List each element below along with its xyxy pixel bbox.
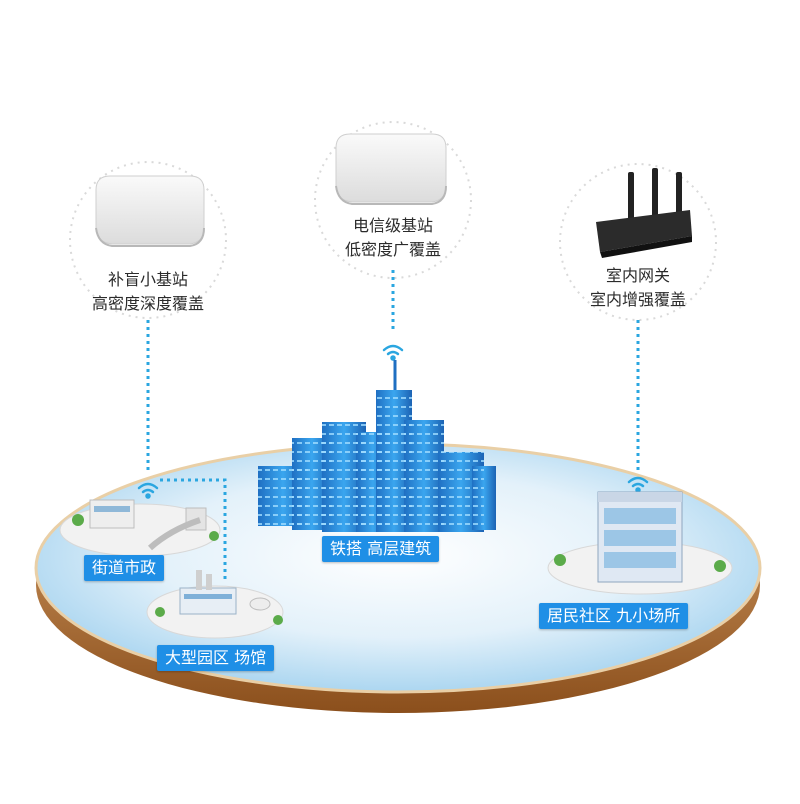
small-cell-subtitle: 高密度深度覆盖 (91, 294, 204, 313)
city-buildings (258, 360, 496, 532)
small-cell-label: 补盲小基站 高密度深度覆盖 (68, 268, 228, 316)
residential-scene (547, 491, 733, 595)
router-icon (596, 168, 692, 258)
carrier-station-label: 电信级基站 低密度广覆盖 (313, 214, 473, 262)
indoor-gateway-title: 室内网关 (605, 266, 670, 285)
indoor-gateway-subtitle: 室内增强覆盖 (589, 290, 686, 309)
area-badge-residential: 居民社区 九小场所 (539, 603, 689, 629)
indoor-gateway-label: 室内网关 室内增强覆盖 (558, 264, 718, 312)
access-point-icon (335, 133, 447, 205)
link-lines (146, 270, 640, 580)
area-badge-tower: 铁搭 高层建筑 (322, 536, 440, 562)
carrier-station-title: 电信级基站 (352, 216, 433, 235)
area-badge-park: 大型园区 场馆 (157, 645, 275, 671)
area-badge-street: 街道市政 (84, 555, 165, 581)
access-point-icon (95, 175, 205, 247)
small-cell-title: 补盲小基站 (107, 270, 188, 289)
street-scene (59, 499, 221, 557)
park-scene (146, 570, 284, 639)
halo-rings (69, 121, 717, 321)
carrier-station-subtitle: 低密度广覆盖 (344, 240, 441, 259)
